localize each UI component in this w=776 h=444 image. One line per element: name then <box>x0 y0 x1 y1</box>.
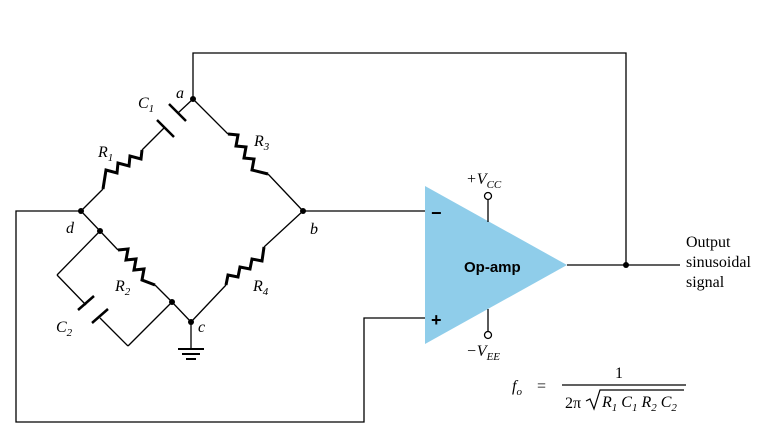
wire-a-r3 <box>192 98 229 135</box>
opamp-minus-sign: − <box>431 203 442 223</box>
wire-r2-junction <box>154 284 173 303</box>
vcc-terminal <box>483 191 493 201</box>
node-label-c: c <box>198 319 205 336</box>
label-r1: R1 <box>97 144 113 164</box>
wire-c2-junction <box>127 301 173 347</box>
wire-r4-b <box>263 210 304 248</box>
formula-equals: = <box>537 378 546 395</box>
junction-dots <box>78 96 629 325</box>
wire-d-node <box>80 210 101 232</box>
vcc-label: +VCC <box>466 171 502 191</box>
feedback-wire-bottom <box>15 210 425 423</box>
circuit-wires <box>15 52 680 423</box>
svg-text:sinusoidal: sinusoidal <box>686 254 751 271</box>
feedback-wire-top <box>192 52 627 265</box>
opamp-label: Op-amp <box>464 259 521 276</box>
node-label-a: a <box>176 85 184 102</box>
wire-c2-b <box>99 317 129 347</box>
resistor-r2 <box>117 247 156 287</box>
label-r3: R3 <box>253 133 270 153</box>
capacitor-c2 <box>77 295 109 324</box>
formula-radical <box>585 389 684 411</box>
vee-terminal <box>483 330 493 340</box>
output-label: Output sinusoidal signal <box>686 234 751 291</box>
resistor-r3 <box>227 132 269 176</box>
capacitor-c1 <box>156 103 187 138</box>
node-label-b: b <box>310 221 318 238</box>
opamp-plus-sign: + <box>431 310 442 330</box>
frequency-formula: fo = 1 2π R1 C1 R2 C2 <box>512 365 686 415</box>
resistor-r1 <box>101 149 144 190</box>
formula-lhs: fo <box>512 378 522 398</box>
node-label-d: d <box>66 220 75 237</box>
label-c1: C1 <box>138 95 154 115</box>
formula-numerator: 1 <box>615 365 623 382</box>
label-r2: R2 <box>114 278 131 298</box>
opamp-triangle <box>425 186 567 344</box>
svg-text:signal: signal <box>686 274 725 291</box>
label-c2: C2 <box>56 319 73 339</box>
wire-a-c1 <box>177 98 194 114</box>
wire-r3-b <box>267 173 304 212</box>
wire-c2-a <box>56 274 87 306</box>
wire-junction-c <box>171 301 192 323</box>
wire-node-r2 <box>99 230 119 251</box>
wire-r1-d <box>80 188 104 212</box>
label-r4: R4 <box>252 278 269 298</box>
wire-c-r4 <box>190 284 227 323</box>
svg-text:Output: Output <box>686 234 731 251</box>
wire-c1-r1 <box>141 127 165 151</box>
ground-symbol <box>178 348 204 360</box>
formula-radicand: R1 C1 R2 C2 <box>601 394 677 415</box>
vee-label: −VEE <box>466 343 500 363</box>
wire-node-c2 <box>56 230 101 276</box>
resistor-r4 <box>224 246 266 286</box>
formula-two-pi: 2π <box>565 395 581 412</box>
